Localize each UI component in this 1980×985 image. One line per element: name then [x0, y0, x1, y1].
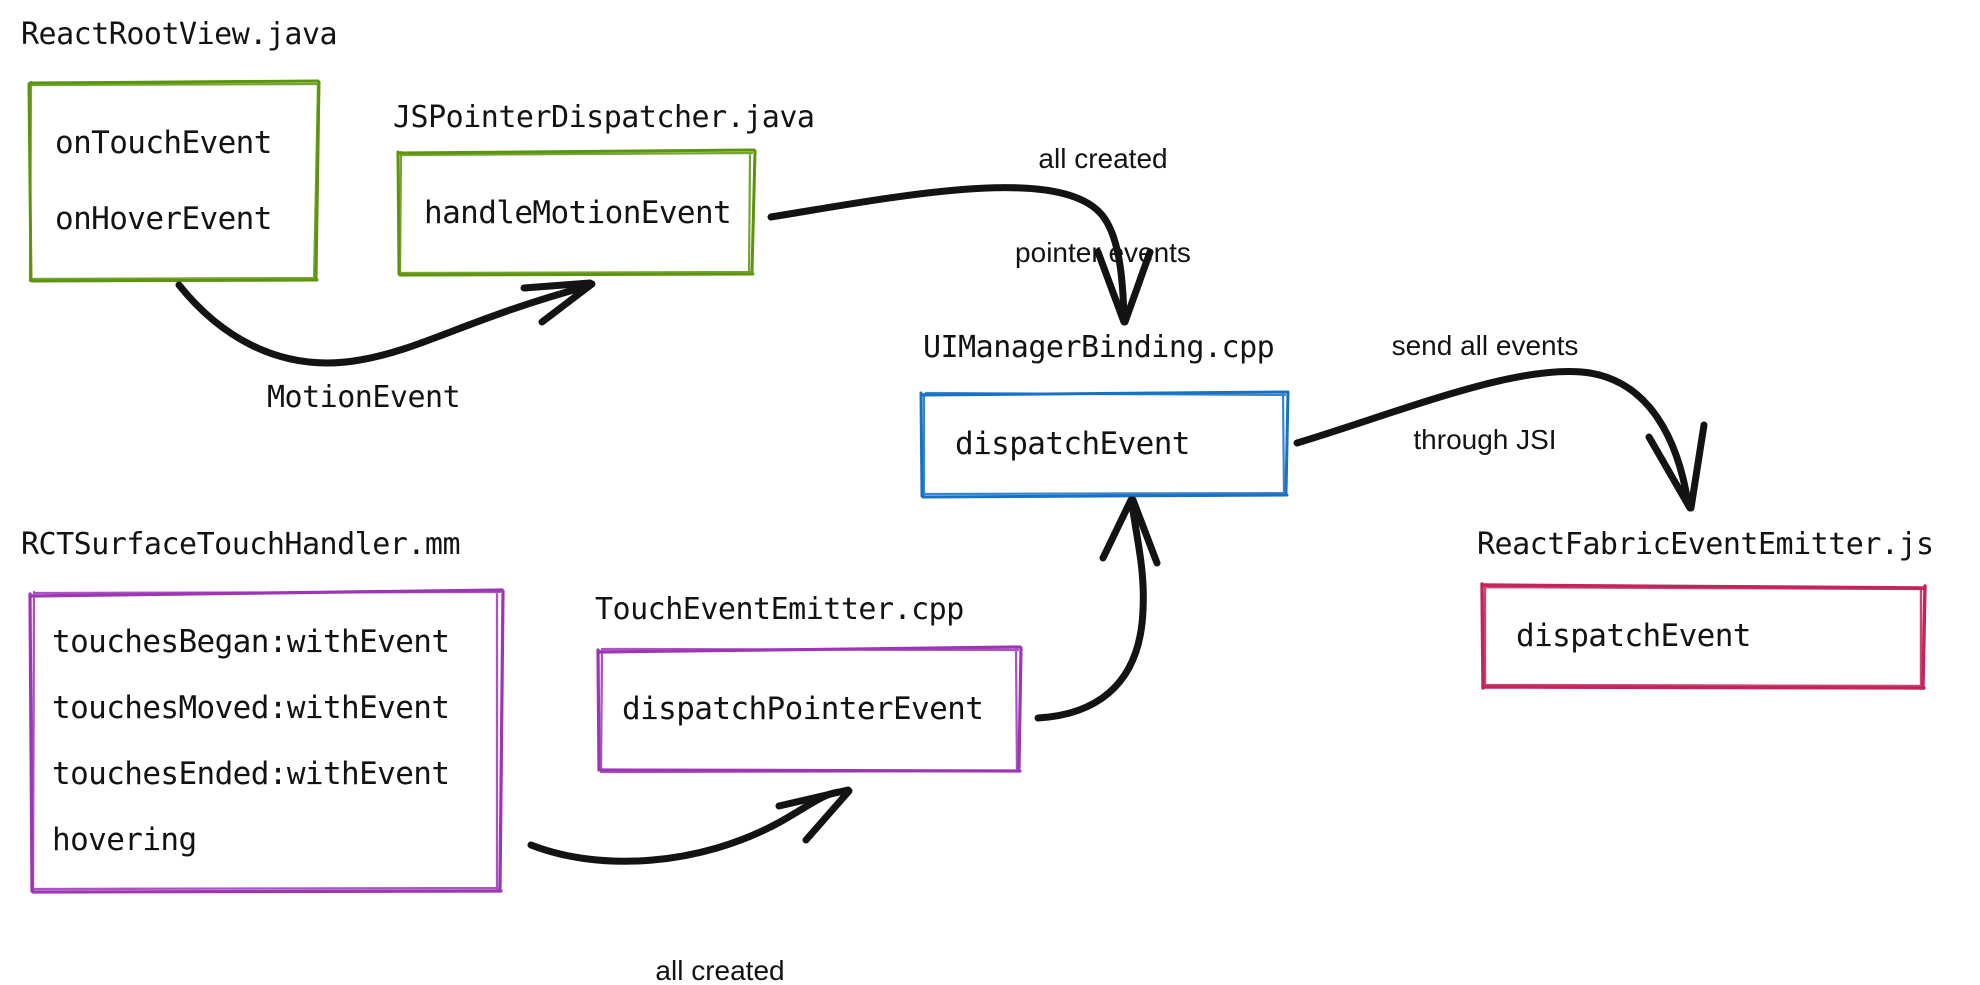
node-touch-event-emitter[interactable]: dispatchPointerEvent	[596, 645, 1023, 774]
file-label-touch-event-emitter: TouchEventEmitter.cpp	[595, 592, 964, 627]
edge-label-all-created-pointer-events-bottom: all created pointer events	[575, 892, 865, 985]
node-line: touchesMoved:withEvent	[52, 689, 450, 726]
edge-label-all-created-pointer-events-top: all created pointer events	[958, 80, 1248, 331]
node-line: dispatchEvent	[955, 425, 1190, 462]
file-label-ui-manager-binding: UIManagerBinding.cpp	[923, 330, 1275, 365]
node-line: touchesEnded:withEvent	[52, 755, 450, 792]
node-js-pointer-dispatcher[interactable]: handleMotionEvent	[396, 148, 757, 277]
arrow-motion-event	[175, 279, 596, 367]
node-body-ui-manager-binding: dispatchEvent	[921, 391, 1288, 496]
file-label-react-root-view: ReactRootView.java	[21, 17, 338, 52]
node-react-root-view[interactable]: onTouchEvent onHoverEvent	[27, 79, 321, 283]
arrow-all-created-pointer-events-bottom	[527, 786, 853, 865]
node-body-rct-surface-touch-handler: touchesBegan:withEvent touchesMoved:with…	[30, 589, 502, 892]
node-body-touch-event-emitter: dispatchPointerEvent	[598, 646, 1020, 771]
node-react-fabric-event-emitter[interactable]: dispatchEvent	[1480, 582, 1927, 690]
file-label-js-pointer-dispatcher: JSPointerDispatcher.java	[393, 100, 815, 135]
edge-label-motion-event: MotionEvent	[267, 380, 461, 415]
edge-label-send-all-events-through-jsi: send all events through JSI	[1325, 267, 1645, 518]
edge-label-line: all created	[1038, 142, 1168, 174]
node-line: dispatchEvent	[1516, 617, 1751, 654]
node-ui-manager-binding[interactable]: dispatchEvent	[919, 390, 1290, 499]
edge-label-line: pointer events	[1015, 236, 1191, 268]
file-label-react-fabric-event-emitter: ReactFabricEventEmitter.js	[1477, 527, 1934, 562]
arrow-touch-emitter-to-binding	[1034, 496, 1161, 722]
node-line: touchesBegan:withEvent	[52, 623, 450, 660]
node-line: onHoverEvent	[55, 201, 272, 237]
node-body-react-root-view: onTouchEvent onHoverEvent	[29, 81, 319, 281]
node-line: handleMotionEvent	[424, 194, 732, 231]
node-rct-surface-touch-handler[interactable]: touchesBegan:withEvent touchesMoved:with…	[28, 588, 505, 894]
node-line: hovering	[52, 821, 197, 858]
file-label-rct-surface-touch-handler: RCTSurfaceTouchHandler.mm	[21, 527, 461, 562]
edge-label-line: all created	[655, 954, 785, 985]
edge-label-line: through JSI	[1413, 423, 1557, 455]
node-body-js-pointer-dispatcher: handleMotionEvent	[398, 150, 755, 275]
node-body-react-fabric-event-emitter: dispatchEvent	[1482, 583, 1925, 688]
node-line: dispatchPointerEvent	[622, 690, 984, 727]
node-line: onTouchEvent	[55, 125, 272, 161]
edge-label-line: send all events	[1391, 329, 1579, 361]
